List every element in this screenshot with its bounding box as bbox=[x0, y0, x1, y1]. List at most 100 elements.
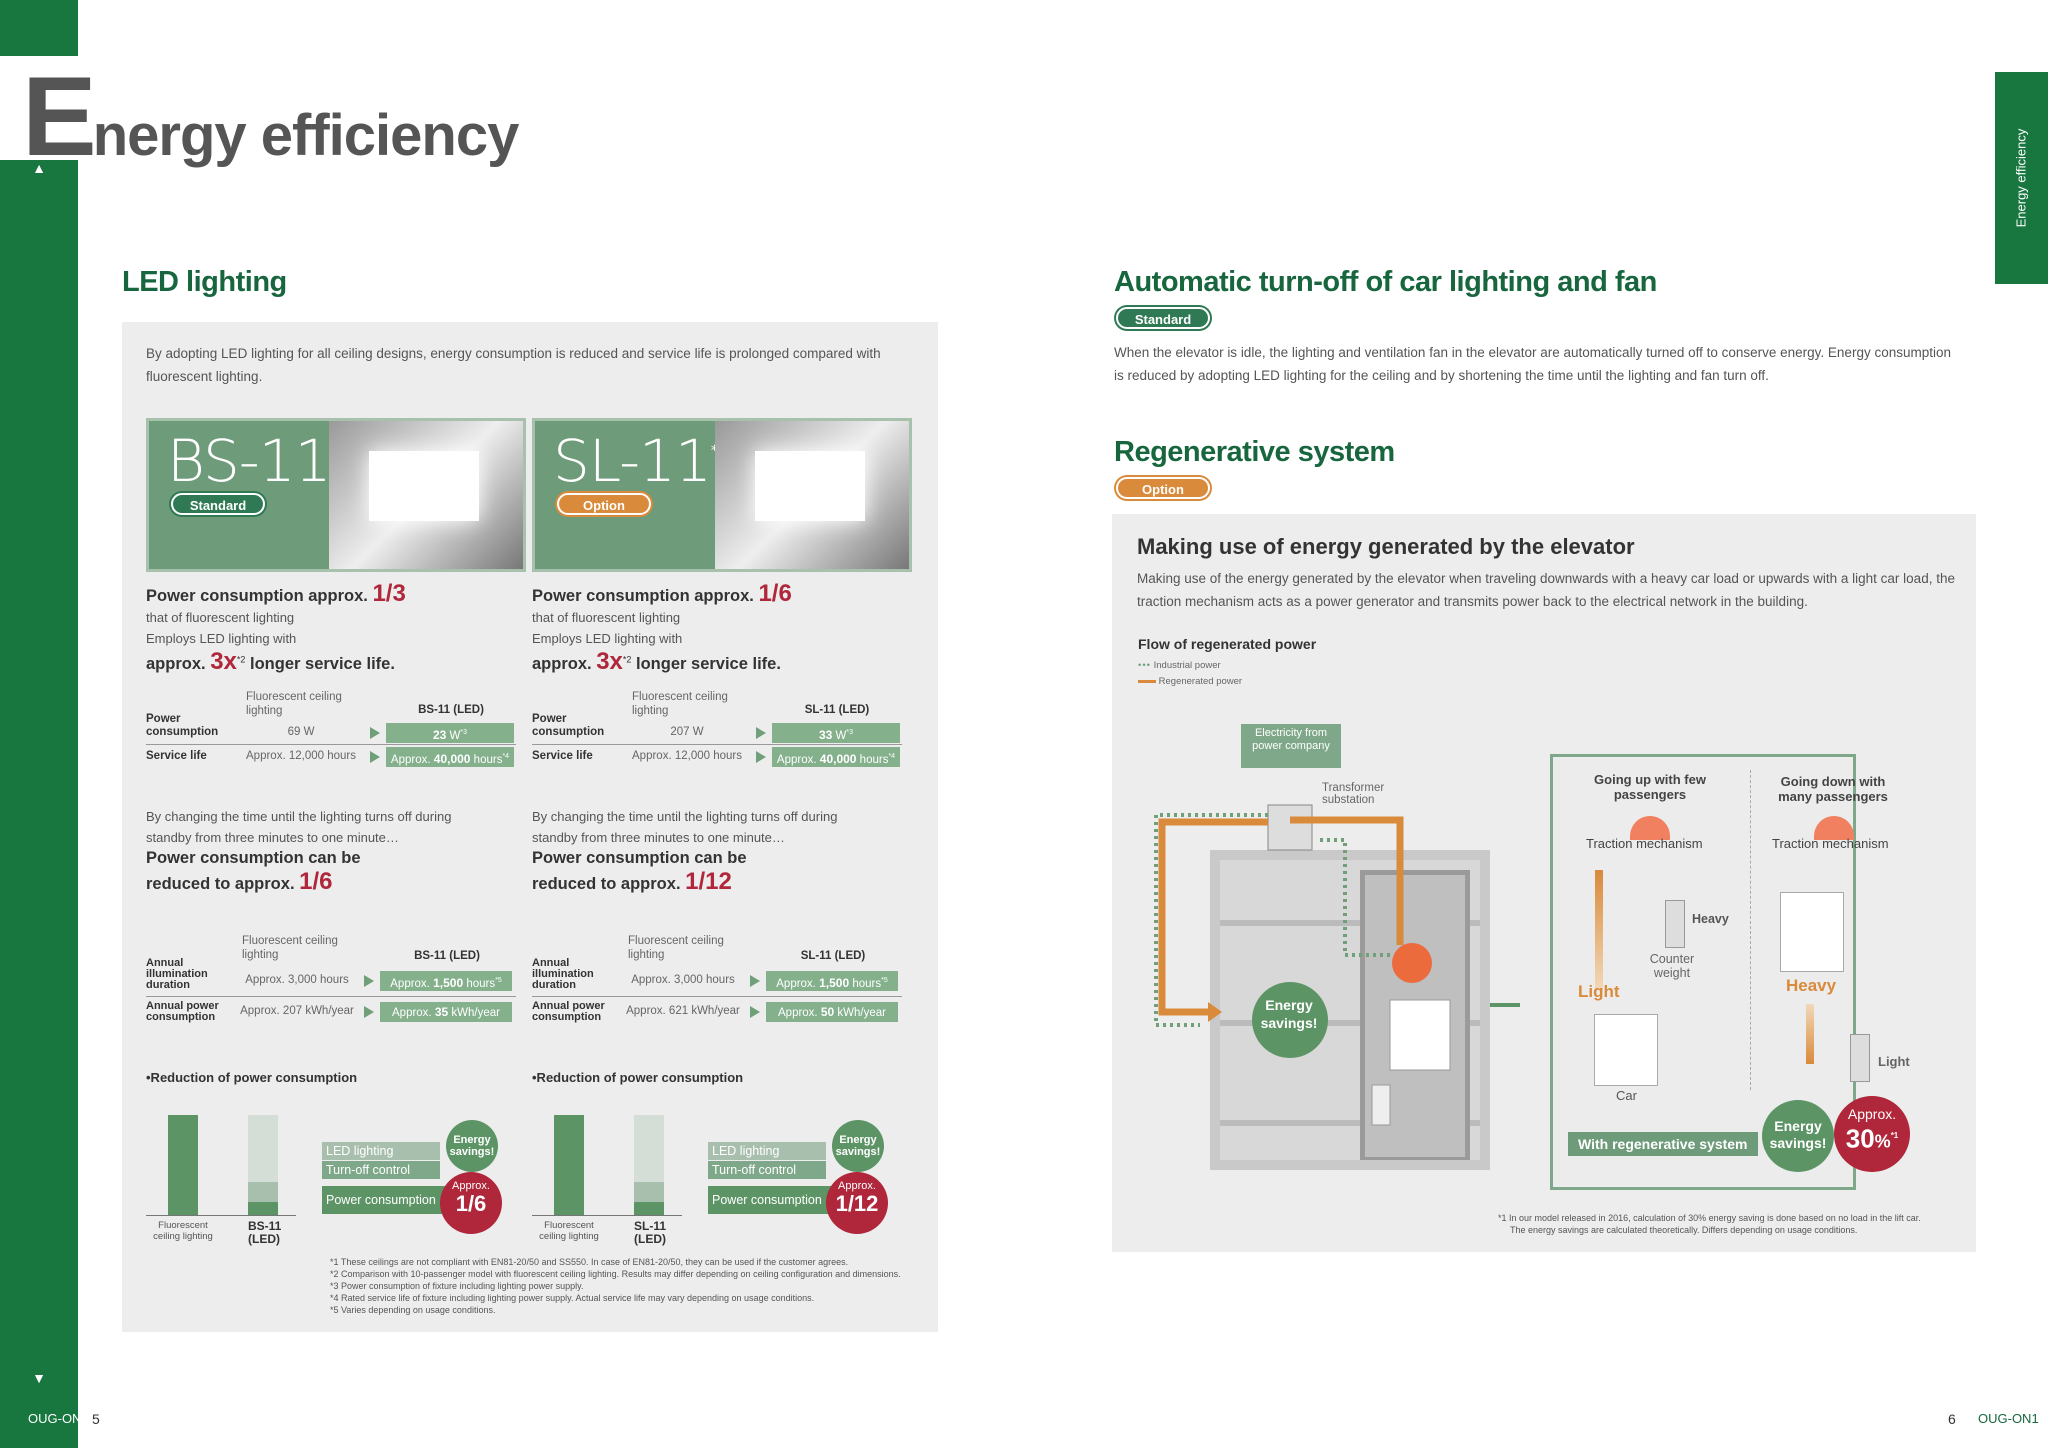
industrial-power-line bbox=[1154, 813, 1268, 1027]
section-tab-label: Energy efficiency bbox=[2013, 128, 2029, 228]
tbl2-row-duration: Annual illumination duration bbox=[532, 957, 594, 991]
chart-baseline bbox=[532, 1215, 682, 1216]
heavy-cw-label: Heavy bbox=[1692, 912, 1729, 926]
standard-badge: Standard bbox=[1116, 307, 1210, 329]
x-label-fluor: Fluorescent ceiling lighting bbox=[539, 1220, 599, 1242]
up-arrow-icon bbox=[1595, 870, 1603, 990]
legend-turnoff: Turn-off control bbox=[708, 1161, 826, 1179]
tbl2-duration-fluor: Approx. 3,000 hours bbox=[631, 974, 735, 986]
regen-savings-circle: Energy savings! bbox=[1762, 1100, 1834, 1172]
light-car-label: Light bbox=[1578, 982, 1620, 1001]
scroll-down-arrow-icon[interactable]: ▼ bbox=[32, 1370, 46, 1386]
chart-baseline bbox=[146, 1215, 296, 1216]
tbl2-row-consumption: Annual power consumption bbox=[532, 1000, 605, 1023]
x-label-led: SL-11(LED) bbox=[634, 1219, 667, 1246]
power-note: that of fluorescent lighting bbox=[532, 610, 681, 625]
car-label: Car bbox=[1616, 1088, 1637, 1103]
tbl-col-fluor: Fluorescent ceiling lighting bbox=[632, 691, 728, 717]
legend-power: Power consumption bbox=[708, 1186, 838, 1214]
life-line: Employs LED lighting with bbox=[146, 631, 297, 646]
diagram-savings-label: Energy savings! bbox=[1260, 997, 1318, 1031]
reduction-bubble: Approx.1/12 bbox=[826, 1172, 888, 1234]
counterweight-label: Counter weight bbox=[1649, 952, 1695, 980]
tbl2-consumption-fluor: Approx. 207 kWh/year bbox=[240, 1005, 354, 1017]
bar-led-turnoff bbox=[248, 1182, 278, 1202]
change-text: By changing the time until the lighting … bbox=[532, 809, 838, 845]
section-tab[interactable]: Energy efficiency bbox=[1995, 72, 2048, 284]
legend-led-lighting: LED lighting bbox=[708, 1142, 826, 1160]
tbl-divider bbox=[146, 744, 516, 745]
power-headline: Power consumption approx. 1/3 bbox=[146, 580, 406, 607]
car-down-crowded bbox=[1780, 892, 1844, 972]
tbl-power-led: 23 W*3 bbox=[386, 723, 514, 743]
life-headline: approx. 3x*2 longer service life. bbox=[146, 648, 395, 675]
tbl2-col-fluor: Fluorescent ceiling lighting bbox=[242, 935, 338, 961]
tbl-col-led: SL-11 (LED) bbox=[804, 704, 870, 716]
change-text: By changing the time until the lighting … bbox=[146, 809, 452, 845]
tbl2-duration-led: Approx. 1,500 hours*5 bbox=[766, 971, 898, 991]
power-headline: Power consumption approx. 1/6 bbox=[532, 580, 792, 607]
product-badge: Standard bbox=[171, 493, 265, 515]
right-doc-code: OUG-ON1 bbox=[1978, 1411, 2039, 1426]
product-badge: Option bbox=[557, 493, 651, 515]
regen-box-body: Making use of the energy generated by th… bbox=[1137, 571, 1955, 609]
heavy-car-label: Heavy bbox=[1786, 976, 1837, 995]
tbl-power-fluor: 207 W bbox=[670, 726, 704, 738]
x-label-led: BS-11(LED) bbox=[248, 1219, 282, 1246]
going-down-heading: Going down with many passengers bbox=[1778, 774, 1888, 804]
reduction-heading: •Reduction of power consumption bbox=[532, 1070, 744, 1085]
tbl2-divider bbox=[532, 996, 902, 997]
life-line: Employs LED lighting with bbox=[532, 631, 683, 646]
tbl-divider bbox=[532, 744, 902, 745]
going-up-heading: Going up with few passengers bbox=[1594, 772, 1706, 802]
power-note: that of fluorescent lighting bbox=[146, 610, 295, 625]
tbl-row-power: Power consumption bbox=[146, 713, 219, 738]
bar-led-power bbox=[248, 1202, 278, 1215]
savings-bubble: Energy savings! bbox=[832, 1120, 884, 1172]
arrow-icon bbox=[756, 727, 766, 739]
light-cw-label: Light bbox=[1878, 1054, 1910, 1069]
legend-industrial: ••• Industrial power bbox=[1138, 660, 1221, 671]
product-hero: BS-11*1 Standard bbox=[146, 418, 526, 572]
scroll-up-arrow-icon[interactable]: ▲ bbox=[32, 160, 46, 176]
arrow-icon bbox=[370, 751, 380, 763]
auto-turnoff-body: When the elevator is idle, the lighting … bbox=[1114, 345, 1951, 383]
arrow-icon bbox=[364, 1006, 374, 1018]
counterweight-up bbox=[1665, 900, 1685, 948]
tbl2-duration-led: Approx. 1,500 hours*5 bbox=[380, 971, 512, 991]
tbl2-duration-fluor: Approx. 3,000 hours bbox=[245, 974, 349, 986]
tbl-row-life: Service life bbox=[532, 750, 593, 762]
bar-led-turnoff bbox=[634, 1182, 664, 1202]
arrow-icon bbox=[756, 751, 766, 763]
counterweight-down bbox=[1850, 1034, 1870, 1082]
led-intro: By adopting LED lighting for all ceiling… bbox=[146, 346, 881, 384]
counterweight-icon bbox=[1371, 1084, 1391, 1126]
page-title: Energy efficiency bbox=[22, 54, 519, 179]
right-footer: OUG-ON1 bbox=[1970, 1403, 2048, 1448]
bar-led-power bbox=[634, 1202, 664, 1215]
led-heading: LED lighting bbox=[122, 266, 287, 298]
tbl-life-led: Approx. 40,000 hours*4 bbox=[772, 747, 900, 767]
left-doc-code: OUG-ON1 bbox=[28, 1411, 89, 1426]
car-up bbox=[1594, 1014, 1658, 1086]
tbl-col-fluor: Fluorescent ceiling lighting bbox=[246, 691, 342, 717]
reduction-heading: •Reduction of power consumption bbox=[146, 1070, 358, 1085]
regenerated-return-line bbox=[1158, 818, 1268, 1016]
regen-heading: Regenerative system bbox=[1114, 436, 1395, 468]
down-arrow-icon bbox=[1806, 1004, 1814, 1064]
product-name: BS-11*1 bbox=[167, 427, 345, 495]
left-page-number: 5 bbox=[92, 1411, 100, 1427]
regen-box-title: Making use of energy generated by the el… bbox=[1137, 534, 1635, 559]
product-name: SL-11*1 bbox=[553, 427, 726, 495]
option-badge: Option bbox=[1116, 477, 1210, 499]
arrow-icon bbox=[364, 975, 374, 987]
flow-heading: Flow of regenerated power bbox=[1138, 636, 1317, 652]
building-diagram bbox=[1154, 804, 1520, 1170]
diagram-car bbox=[1389, 999, 1451, 1071]
led-footnotes: *1 These ceilings are not compliant with… bbox=[330, 1257, 901, 1315]
left-sidebar bbox=[0, 0, 78, 1448]
reduction-bubble: Approx.1/6 bbox=[440, 1172, 502, 1234]
tbl2-col-fluor: Fluorescent ceiling lighting bbox=[628, 935, 724, 961]
